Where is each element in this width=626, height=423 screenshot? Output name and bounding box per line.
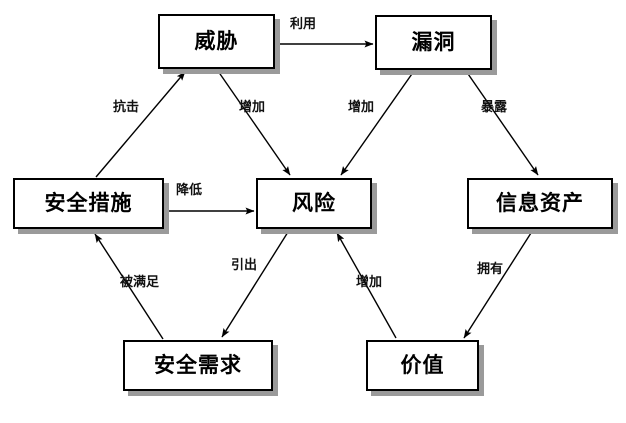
edge-label-asset-has-value: 拥有 [477,262,504,277]
edge-line-threat-increases-risk [217,70,291,176]
edge-label-vulnerability-exposes-asset: 暴露 [481,100,508,115]
node-vulnerability[interactable]: 漏洞 [375,15,492,70]
edge-label-value-increases-risk: 增加 [356,275,383,290]
edge-label-threat-exploits-vulnerability: 利用 [290,17,317,32]
node-label-risk: 风险 [292,191,336,215]
edge-label-requirement-satisfied-by-safeguard: 被满足 [120,275,160,290]
node-risk[interactable]: 风险 [256,178,372,229]
node-label-value: 价值 [400,353,445,377]
edge-line-requirement-satisfied-by-safeguard [94,233,164,340]
node-asset[interactable]: 信息资产 [467,178,613,229]
node-value[interactable]: 价值 [366,340,479,391]
node-label-requirement: 安全需求 [154,353,242,377]
edge-line-vulnerability-exposes-asset [465,70,539,176]
edge-line-vulnerability-increases-risk [340,70,415,176]
node-label-threat: 威胁 [194,29,239,53]
node-requirement[interactable]: 安全需求 [123,340,273,391]
edge-line-risk-derives-requirement [221,231,289,338]
edge-line-value-increases-risk [336,232,397,339]
node-safeguard[interactable]: 安全措施 [13,178,164,229]
node-threat[interactable]: 威胁 [158,14,275,69]
node-label-vulnerability: 漏洞 [411,30,456,54]
edge-label-safeguard-resists-threat: 抗击 [113,100,140,115]
node-label-asset: 信息资产 [496,191,584,215]
edge-label-risk-derives-requirement: 引出 [231,258,258,273]
edge-label-threat-increases-risk: 增加 [239,100,266,115]
edge-line-safeguard-resists-threat [95,71,186,178]
edge-line-asset-has-value [463,232,532,339]
node-label-safeguard: 安全措施 [44,191,133,215]
edge-label-vulnerability-increases-risk: 增加 [348,100,375,115]
edge-label-safeguard-reduces-risk: 降低 [176,183,203,198]
